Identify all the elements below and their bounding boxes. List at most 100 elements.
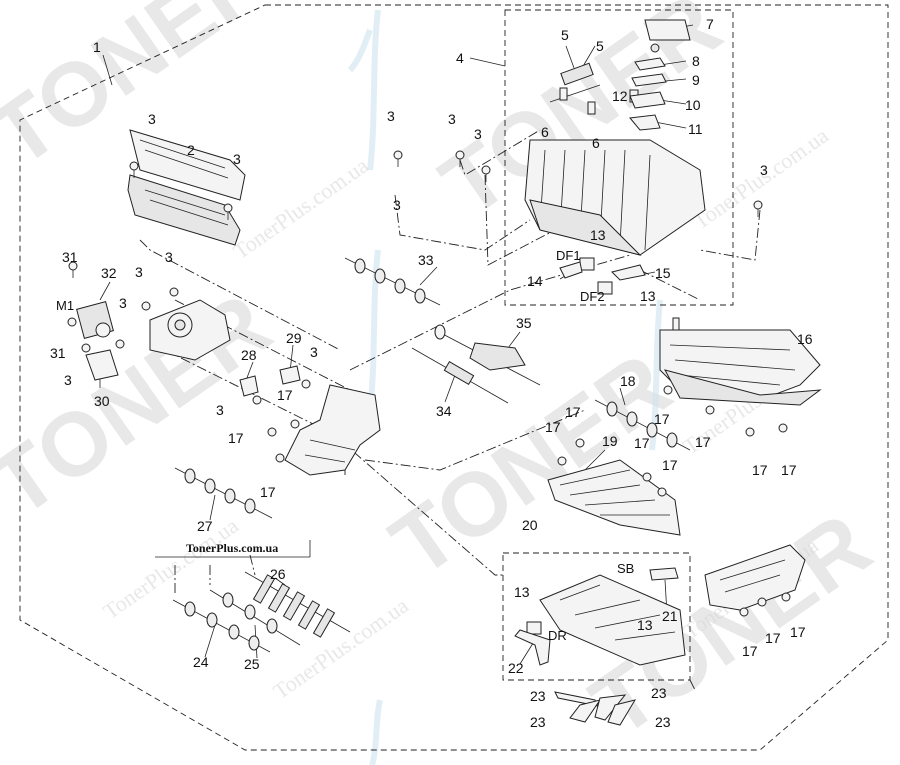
- callout-13: 13: [637, 617, 653, 633]
- callout-20: 20: [522, 517, 538, 533]
- callout-13: 13: [640, 288, 656, 304]
- callout-3: 3: [148, 111, 156, 127]
- callout-17: 17: [565, 404, 581, 420]
- callout-23: 23: [651, 685, 667, 701]
- callout-17: 17: [654, 411, 670, 427]
- watermark-brand: TONER: [0, 275, 288, 537]
- screw-icon: [129, 161, 139, 178]
- side-plate-drive: [76, 299, 381, 476]
- screw-icon: [301, 379, 311, 389]
- callout-31: 31: [50, 345, 66, 361]
- screw-icon: [705, 405, 715, 415]
- callout-17: 17: [790, 624, 806, 640]
- callout-17: 17: [752, 462, 768, 478]
- callout-12: 12: [612, 88, 628, 104]
- screw-icon: [642, 472, 652, 482]
- caption-text: TonerPlus.com.ua: [186, 541, 278, 555]
- callout-30: 30: [94, 393, 110, 409]
- callout-4: 4: [456, 50, 464, 66]
- callout-17: 17: [695, 434, 711, 450]
- screw-icon: [753, 200, 763, 217]
- callout-9: 9: [692, 72, 700, 88]
- callout-17: 17: [228, 430, 244, 446]
- part-16-frame: [659, 317, 822, 406]
- callout-23: 23: [530, 688, 546, 704]
- callout-3: 3: [119, 295, 127, 311]
- callout-5: 5: [561, 27, 569, 43]
- callout-3: 3: [233, 151, 241, 167]
- callout-19: 19: [602, 433, 618, 449]
- callout-3: 3: [393, 197, 401, 213]
- part-2-upper-guide: [127, 129, 246, 246]
- callout-35: 35: [516, 315, 532, 331]
- screw-icon: [575, 438, 585, 448]
- watermark-url: TonerPlus.com.ua: [689, 123, 833, 235]
- watermark-brand: TONER: [374, 335, 688, 597]
- screw-icon: [223, 203, 233, 220]
- callout-14: 14: [527, 273, 543, 289]
- callout-27: 27: [197, 518, 213, 534]
- callout-17: 17: [781, 462, 797, 478]
- part-4-guide-plate: [524, 139, 706, 256]
- callout-24: 24: [193, 654, 209, 670]
- screw-icon: [169, 287, 179, 297]
- screw-icon: [739, 607, 749, 617]
- screw-icon: [663, 385, 673, 395]
- screw-icon: [267, 427, 277, 437]
- callouts: 1 2 3 3 3 3 3 3 3 3 3 3 3 3 3 4 5 5 6 6 …: [50, 16, 813, 730]
- subassembly-4-box: [504, 9, 734, 306]
- screw-icon: [393, 150, 403, 167]
- callout-13: 13: [514, 584, 530, 600]
- screw-icon: [115, 339, 125, 349]
- callout-3: 3: [310, 344, 318, 360]
- screw-icon: [481, 165, 491, 182]
- part-19-guide: [547, 459, 681, 536]
- right-side-plate: [704, 544, 806, 611]
- label-dr: DR: [548, 628, 567, 643]
- callout-10: 10: [685, 97, 701, 113]
- callout-3: 3: [64, 372, 72, 388]
- callout-33: 33: [418, 252, 434, 268]
- subassembly-20-box: [502, 552, 691, 681]
- label-df2: DF2: [580, 289, 605, 304]
- screw-icon: [745, 427, 755, 437]
- screw-icon: [67, 317, 77, 327]
- callout-6: 6: [592, 135, 600, 151]
- screw-icon: [141, 301, 151, 311]
- part-23-straps: [554, 691, 637, 726]
- screw-icon: [781, 592, 791, 602]
- callout-6: 6: [541, 124, 549, 140]
- screw-icon: [275, 453, 285, 463]
- callout-5: 5: [596, 38, 604, 54]
- callout-25: 25: [244, 656, 260, 672]
- label-m1: M1: [56, 298, 74, 313]
- callout-17: 17: [742, 643, 758, 659]
- callout-22: 22: [508, 660, 524, 676]
- callout-17: 17: [765, 630, 781, 646]
- callout-32: 32: [101, 265, 117, 281]
- screw-icon: [290, 419, 300, 429]
- callout-3: 3: [448, 111, 456, 127]
- callout-29: 29: [286, 330, 302, 346]
- callout-13: 13: [590, 227, 606, 243]
- callout-23: 23: [655, 714, 671, 730]
- parts-5-12-small: [549, 19, 691, 131]
- screw-icon: [557, 456, 567, 466]
- callout-26: 26: [270, 566, 286, 582]
- label-df1: DF1: [556, 248, 581, 263]
- callout-31: 31: [62, 249, 78, 265]
- callout-17: 17: [662, 457, 678, 473]
- callout-3: 3: [760, 162, 768, 178]
- callout-3: 3: [135, 264, 143, 280]
- screw-icon: [252, 395, 262, 405]
- callout-15: 15: [655, 265, 671, 281]
- screws: [67, 150, 791, 617]
- callout-17: 17: [260, 484, 276, 500]
- part-20-lower-frame: [514, 567, 686, 666]
- callout-16: 16: [797, 331, 813, 347]
- rollers: [172, 257, 691, 653]
- callout-34: 34: [436, 403, 452, 419]
- callout-17: 17: [545, 419, 561, 435]
- label-sb: SB: [617, 561, 634, 576]
